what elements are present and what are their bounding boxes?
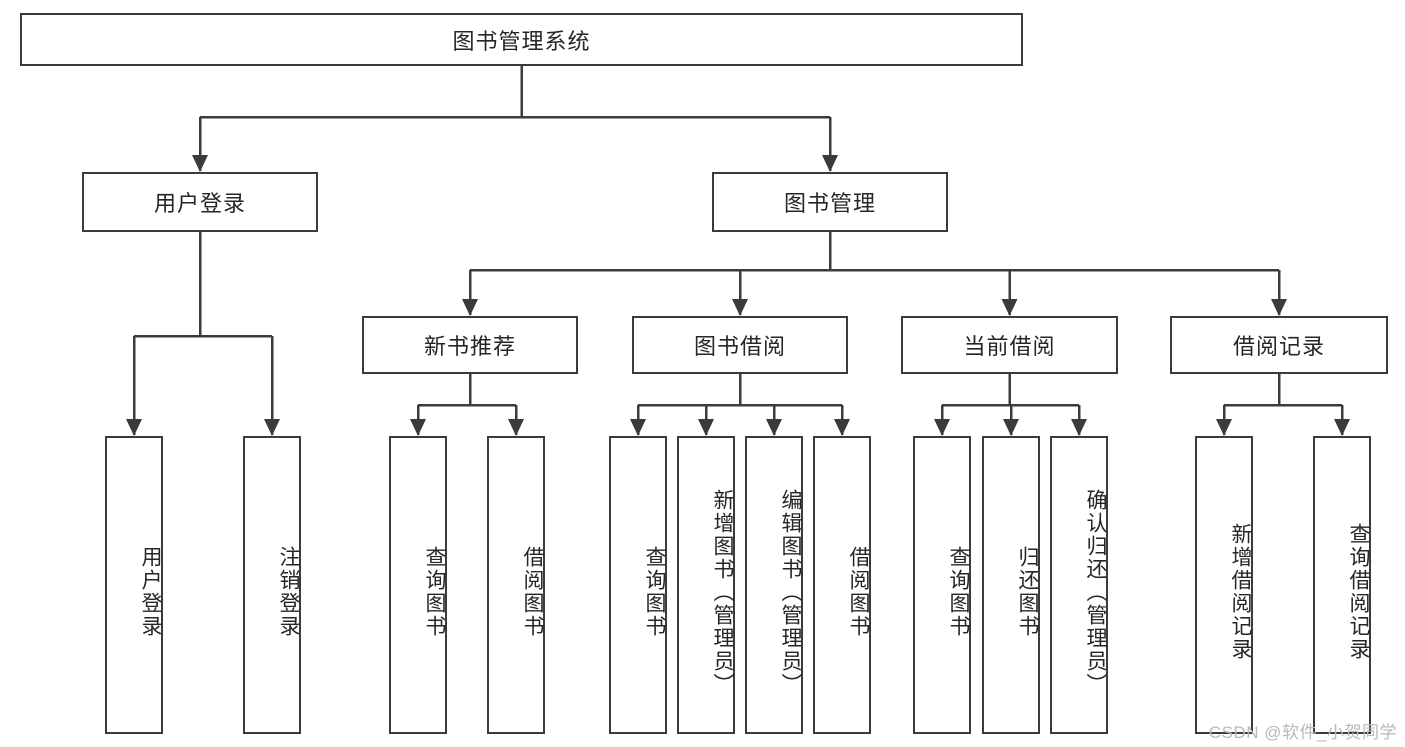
node-leaf-6[interactable]: 新增图书（管理员） — [677, 436, 735, 734]
node-label: 查询借阅记录 — [1347, 523, 1370, 661]
node-leaf-9[interactable]: 查询图书 — [913, 436, 971, 734]
node-label: 图书管理系统 — [452, 28, 591, 54]
node-login[interactable]: 用户登录 — [82, 172, 318, 232]
arrowhead-icon — [698, 419, 714, 436]
node-leaf-11[interactable]: 确认归还（管理员） — [1050, 436, 1108, 734]
arrowhead-icon — [1003, 419, 1019, 436]
node-label: 新增借阅记录 — [1229, 523, 1252, 661]
arrowhead-icon — [822, 155, 838, 172]
node-label: 借阅记录 — [1232, 334, 1325, 359]
node-leaf-12[interactable]: 新增借阅记录 — [1195, 436, 1253, 734]
arrowhead-icon — [1071, 419, 1087, 436]
node-leaf-5[interactable]: 查询图书 — [609, 436, 667, 734]
node-leaf-7[interactable]: 编辑图书（管理员） — [745, 436, 803, 734]
arrowhead-icon — [1334, 419, 1350, 436]
arrowhead-icon — [1271, 299, 1287, 316]
node-label: 借阅图书 — [847, 546, 870, 638]
node-label: 图书管理 — [783, 191, 876, 216]
arrowhead-icon — [766, 419, 782, 436]
node-current[interactable]: 当前借阅 — [901, 316, 1118, 374]
node-label: 新书推荐 — [423, 334, 516, 359]
node-label: 新增图书（管理员） — [711, 488, 734, 696]
arrowhead-icon — [934, 419, 950, 436]
arrowhead-icon — [126, 419, 142, 436]
node-leaf-13[interactable]: 查询借阅记录 — [1313, 436, 1371, 734]
node-leaf-8[interactable]: 借阅图书 — [813, 436, 871, 734]
node-newbook[interactable]: 新书推荐 — [362, 316, 578, 374]
node-label: 图书借阅 — [693, 334, 786, 359]
node-label: 查询图书 — [423, 546, 446, 638]
node-label: 归还图书 — [1016, 546, 1039, 638]
arrowhead-icon — [508, 419, 524, 436]
node-label: 用户登录 — [153, 191, 246, 216]
node-bookmgmt[interactable]: 图书管理 — [712, 172, 948, 232]
arrowhead-icon — [462, 299, 478, 316]
arrowhead-icon — [630, 419, 646, 436]
arrowhead-icon — [834, 419, 850, 436]
node-label: 查询图书 — [947, 546, 970, 638]
node-label: 当前借阅 — [963, 334, 1056, 359]
arrowhead-icon — [1216, 419, 1232, 436]
arrowhead-icon — [264, 419, 280, 436]
node-label: 用户登录 — [139, 546, 162, 638]
node-leaf-4[interactable]: 借阅图书 — [487, 436, 545, 734]
node-leaf-10[interactable]: 归还图书 — [982, 436, 1040, 734]
node-label: 借阅图书 — [521, 546, 544, 638]
node-leaf-2[interactable]: 注销登录 — [243, 436, 301, 734]
arrowhead-icon — [192, 155, 208, 172]
arrowhead-icon — [732, 299, 748, 316]
node-root[interactable]: 图书管理系统 — [20, 13, 1023, 66]
arrowhead-icon — [1001, 299, 1018, 316]
arrowhead-icon — [410, 419, 426, 436]
node-leaf-1[interactable]: 用户登录 — [105, 436, 163, 734]
node-records[interactable]: 借阅记录 — [1170, 316, 1388, 374]
node-label: 注销登录 — [277, 546, 300, 638]
node-borrow[interactable]: 图书借阅 — [632, 316, 848, 374]
node-label: 编辑图书（管理员） — [779, 488, 802, 696]
node-label: 查询图书 — [643, 546, 666, 638]
node-label: 确认归还（管理员） — [1084, 488, 1107, 696]
node-leaf-3[interactable]: 查询图书 — [389, 436, 447, 734]
